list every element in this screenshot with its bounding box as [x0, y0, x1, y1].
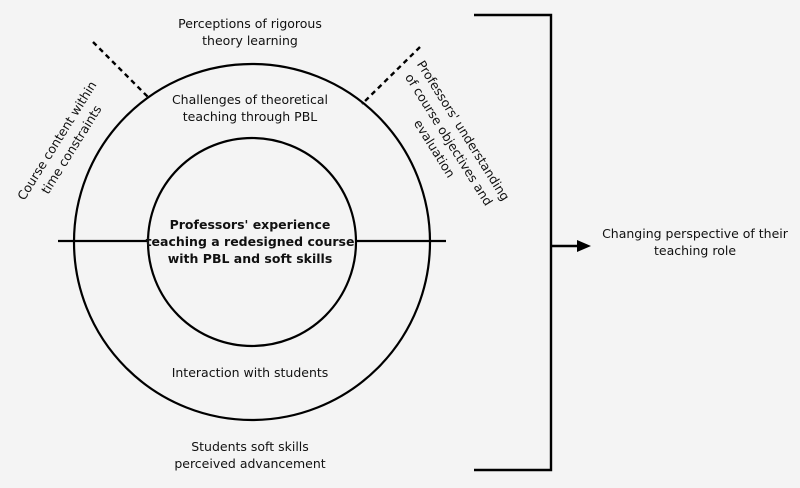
right-dashed-line — [361, 46, 421, 105]
inner-top-label: Challenges of theoretical teaching throu… — [150, 91, 350, 125]
center-line-1: Professors' experience — [169, 217, 331, 232]
outer-bottom-label: Students soft skills perceived advanceme… — [140, 438, 360, 472]
inner-top-line-2: teaching through PBL — [182, 109, 318, 124]
inner-top-line-1: Challenges of theoretical — [171, 92, 329, 107]
outcome-line-2: teaching role — [653, 243, 737, 258]
inner-bottom-line-1: Interaction with students — [171, 365, 329, 380]
center-line-2: teaching a redesigned course — [145, 234, 355, 249]
outer-top-line-1: Perceptions of rigorous — [178, 16, 322, 31]
bracket — [474, 13, 553, 472]
arrow-head — [577, 240, 591, 252]
outer-bottom-line-2: perceived advancement — [174, 456, 326, 471]
inner-bottom-label: Interaction with students — [150, 364, 350, 381]
center-label: Professors' experience teaching a redesi… — [140, 216, 360, 267]
outer-top-label: Perceptions of rigorous theory learning — [150, 15, 350, 49]
outer-bottom-line-1: Students soft skills — [191, 439, 309, 454]
left-dashed-line — [92, 41, 150, 99]
center-line-3: with PBL and soft skills — [167, 251, 333, 266]
outcome-line-1: Changing perspective of their — [602, 226, 788, 241]
outer-top-line-2: theory learning — [202, 33, 298, 48]
outcome-label: Changing perspective of their teaching r… — [595, 225, 795, 259]
